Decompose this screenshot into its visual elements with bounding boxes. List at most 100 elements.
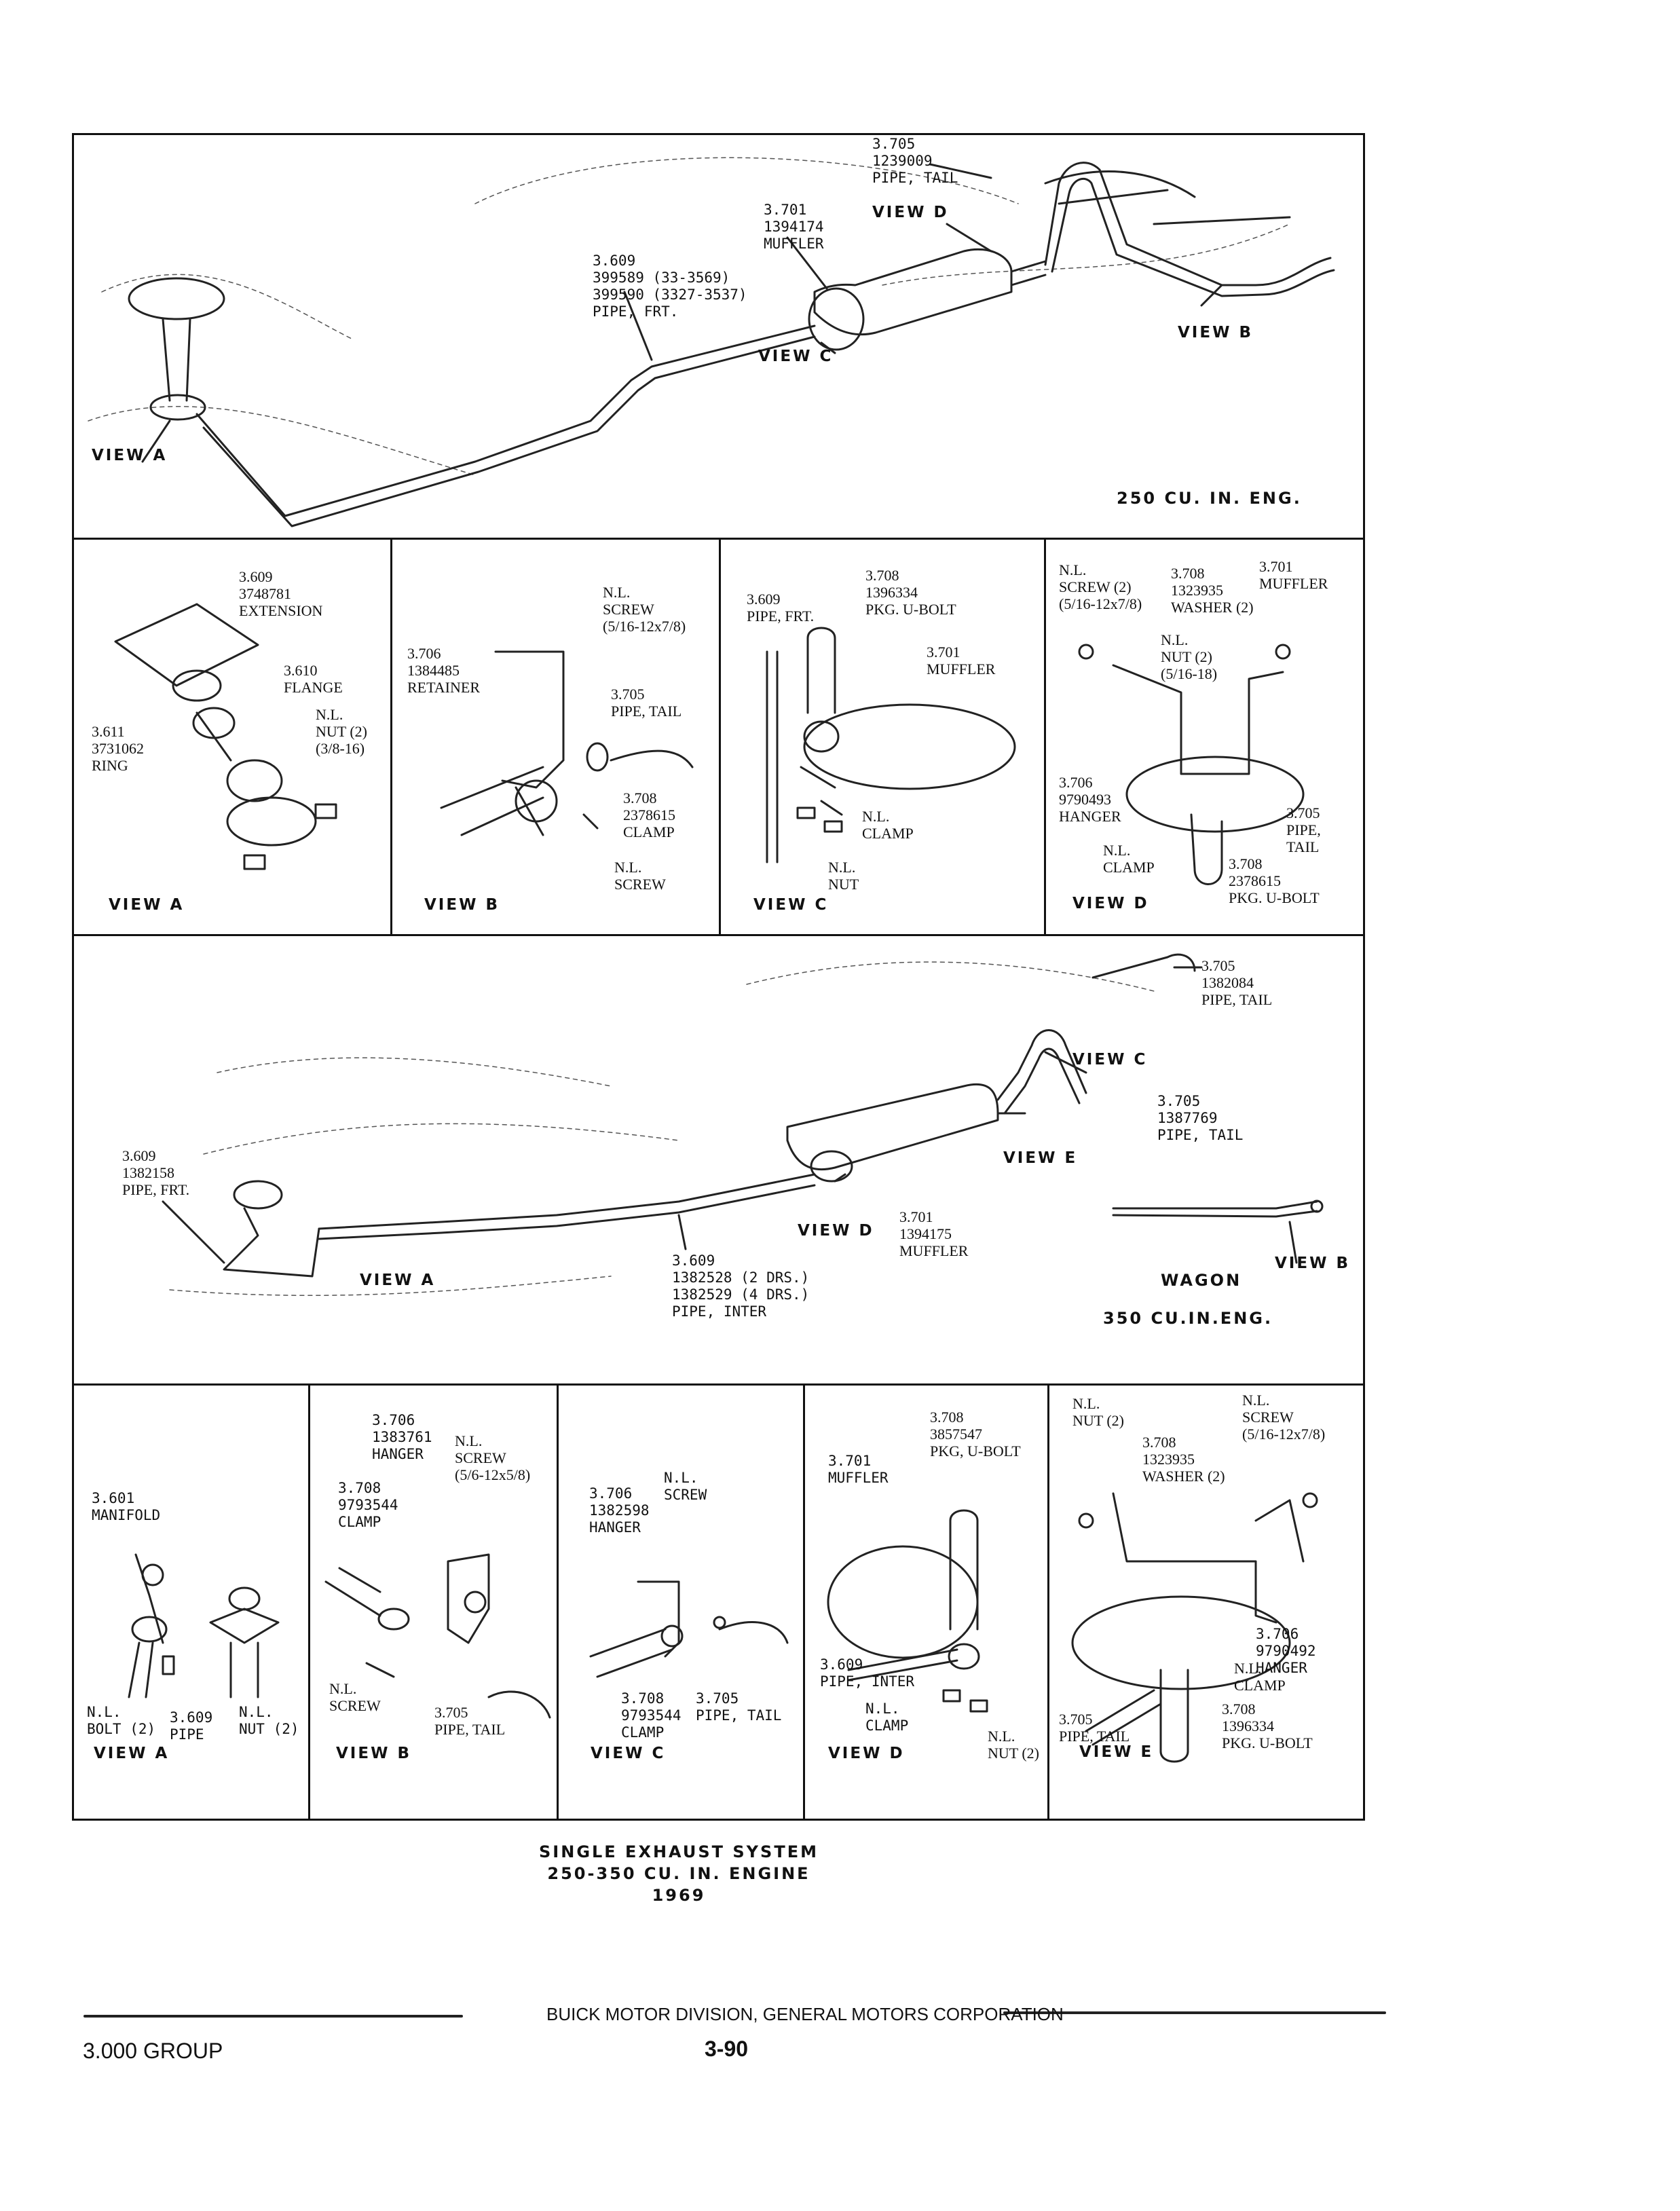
mid-tail-pipe-callout: 3.705 1382084 PIPE, TAIL bbox=[1201, 957, 1273, 1008]
bot-e-screw: N.L. SCREW (5/16-12x7/8) bbox=[1242, 1392, 1326, 1443]
top-d-washer: 3.708 1323935 WASHER (2) bbox=[1171, 565, 1254, 616]
bot-c-clamp: 3.708 9793544 CLAMP bbox=[621, 1690, 682, 1741]
divider-top-row bbox=[72, 538, 1365, 540]
mid-view-d-label: VIEW D bbox=[798, 1222, 874, 1240]
footer-group: 3.000 GROUP bbox=[83, 2039, 223, 2063]
bot-d-clamp: N.L. CLAMP bbox=[865, 1701, 909, 1734]
figure-caption: SINGLE EXHAUST SYSTEM 250-350 CU. IN. EN… bbox=[539, 1842, 819, 1905]
top-b-screw-top: N.L. SCREW (5/16-12x7/8) bbox=[603, 584, 686, 635]
bottom-view-b-drawing bbox=[324, 1553, 551, 1719]
top-front-pipe-callout: 3.609 399589 (33-3569) 399590 (3327-3537… bbox=[593, 253, 747, 320]
bot-d-ubolt: 3.708 3857547 PKG, U-BOLT bbox=[930, 1409, 1021, 1460]
mid-inter-pipe-callout: 3.609 1382528 (2 DRS.) 1382529 (4 DRS.) … bbox=[672, 1252, 810, 1320]
top-b-screw-bottom: N.L. SCREW bbox=[614, 859, 666, 893]
top-engine-label: 250 CU. IN. ENG. bbox=[1117, 489, 1302, 508]
top-view-c-drawing bbox=[766, 627, 1016, 863]
bot-a-manifold: 3.601 MANIFOLD bbox=[92, 1490, 161, 1523]
mid-wagon-label: WAGON bbox=[1161, 1271, 1242, 1290]
top-a-extension: 3.609 3748781 EXTENSION bbox=[239, 568, 323, 619]
top-b-clamp: 3.708 2378615 CLAMP bbox=[623, 789, 675, 840]
divider-middle-top bbox=[72, 934, 1365, 936]
top-c-nut: N.L. NUT bbox=[828, 859, 859, 893]
top-d-clamp: N.L. CLAMP bbox=[1103, 842, 1155, 876]
bot-c-screw: N.L. SCREW bbox=[664, 1470, 707, 1503]
divider-bot-a-b bbox=[308, 1383, 310, 1821]
bot-a-bolt: N.L. BOLT (2) bbox=[87, 1704, 156, 1737]
top-a-flange: 3.610 FLANGE bbox=[284, 662, 343, 696]
top-d-muffler: 3.701 MUFFLER bbox=[1259, 558, 1328, 592]
divider-bot-c-d bbox=[803, 1383, 805, 1821]
top-b-tail-pipe: 3.705 PIPE, TAIL bbox=[611, 686, 682, 720]
mid-view-b-label: VIEW B bbox=[1275, 1255, 1350, 1272]
top-c-ubolt: 3.708 1396334 PKG. U-BOLT bbox=[865, 567, 956, 618]
divider-top-c-d bbox=[1044, 538, 1046, 934]
top-d-nut: N.L. NUT (2) (5/16-18) bbox=[1161, 631, 1218, 682]
bot-e-washer: 3.708 1323935 WASHER (2) bbox=[1142, 1434, 1225, 1485]
bot-c-tail-pipe: 3.705 PIPE, TAIL bbox=[696, 1690, 782, 1724]
middle-exhaust-drawing bbox=[169, 953, 1324, 1297]
top-c-clamp: N.L. CLAMP bbox=[862, 808, 914, 842]
bot-view-e-label: VIEW E bbox=[1079, 1743, 1154, 1761]
top-view-a-label: VIEW A bbox=[92, 447, 168, 464]
top-b-retainer: 3.706 1384485 RETAINER bbox=[407, 645, 481, 696]
top-d-tail-pipe: 3.705 PIPE, TAIL bbox=[1286, 804, 1321, 855]
top-view-b-label: VIEW B bbox=[1178, 324, 1253, 341]
mid-view-c-label: VIEW C bbox=[1072, 1051, 1148, 1069]
mid-tail-pipe-wagon-callout: 3.705 1387769 PIPE, TAIL bbox=[1157, 1093, 1244, 1143]
mid-view-e-label: VIEW E bbox=[1003, 1149, 1078, 1167]
bot-b-screw-top: N.L. SCREW (5/6-12x5/8) bbox=[455, 1432, 531, 1483]
bot-d-nut: N.L. NUT (2) bbox=[988, 1728, 1039, 1762]
bot-view-a-label: VIEW A bbox=[94, 1745, 170, 1762]
top-view-b-detail-label: VIEW B bbox=[424, 896, 500, 914]
mid-muffler-callout: 3.701 1394175 MUFFLER bbox=[899, 1208, 969, 1259]
bot-d-inter-pipe: 3.609 PIPE, INTER bbox=[820, 1656, 915, 1690]
mid-front-pipe-callout: 3.609 1382158 PIPE, FRT. bbox=[122, 1147, 190, 1198]
top-view-d-detail-label: VIEW D bbox=[1072, 895, 1149, 912]
top-view-b-drawing bbox=[440, 650, 694, 836]
divider-middle-bottom bbox=[72, 1383, 1365, 1386]
top-view-a-detail-label: VIEW A bbox=[109, 896, 185, 914]
top-d-ubolt: 3.708 2378615 PKG. U-BOLT bbox=[1229, 855, 1320, 906]
bot-b-screw-bottom: N.L. SCREW bbox=[329, 1680, 381, 1714]
top-a-ring: 3.611 3731062 RING bbox=[92, 723, 144, 774]
bot-a-nut: N.L. NUT (2) bbox=[239, 1704, 299, 1737]
footer-page-number: 3-90 bbox=[705, 2037, 749, 2061]
top-view-c-detail-label: VIEW C bbox=[753, 896, 829, 914]
diagram-frame bbox=[72, 133, 1365, 1821]
top-view-a-drawing bbox=[114, 603, 337, 870]
bot-b-hanger: 3.706 1383761 HANGER bbox=[372, 1412, 432, 1462]
top-view-d-label: VIEW D bbox=[872, 204, 949, 221]
mid-view-a-label: VIEW A bbox=[360, 1271, 436, 1289]
bot-c-hanger: 3.706 1382598 HANGER bbox=[589, 1485, 650, 1536]
bot-e-clamp: N.L. CLAMP bbox=[1234, 1660, 1286, 1694]
top-view-d-drawing bbox=[1078, 644, 1305, 885]
top-view-c-label: VIEW C bbox=[758, 348, 834, 365]
footer-company: BUICK MOTOR DIVISION, GENERAL MOTORS COR… bbox=[546, 2004, 1064, 2024]
bot-b-tail-pipe: 3.705 PIPE, TAIL bbox=[434, 1704, 506, 1738]
bottom-view-e-drawing bbox=[1071, 1492, 1318, 1763]
bot-view-c-label: VIEW C bbox=[591, 1745, 666, 1762]
bot-d-muffler: 3.701 MUFFLER bbox=[828, 1453, 889, 1486]
divider-bot-d-e bbox=[1047, 1383, 1049, 1821]
bot-e-nut: N.L. NUT (2) bbox=[1072, 1395, 1124, 1429]
top-d-hanger: 3.706 9790493 HANGER bbox=[1059, 774, 1121, 825]
top-a-nut: N.L. NUT (2) (3/8-16) bbox=[316, 706, 367, 757]
bottom-view-d-drawing bbox=[827, 1509, 988, 1713]
top-d-screw: N.L. SCREW (2) (5/16-12x7/8) bbox=[1059, 561, 1142, 612]
divider-top-a-b bbox=[390, 538, 392, 934]
divider-bot-b-c bbox=[557, 1383, 559, 1821]
bot-e-ubolt: 3.708 1396334 PKG. U-BOLT bbox=[1222, 1701, 1313, 1751]
bot-a-pipe: 3.609 PIPE bbox=[170, 1709, 213, 1743]
top-c-front-pipe: 3.609 PIPE, FRT. bbox=[747, 591, 815, 625]
divider-top-b-c bbox=[719, 538, 721, 934]
mid-engine-label: 350 CU.IN.ENG. bbox=[1103, 1309, 1273, 1328]
bot-e-hanger: 3.706 9790492 HANGER bbox=[1256, 1626, 1316, 1676]
bot-b-clamp: 3.708 9793544 CLAMP bbox=[338, 1480, 398, 1530]
bot-e-tail-pipe: 3.705 PIPE, TAIL bbox=[1059, 1711, 1130, 1745]
bot-view-d-label: VIEW D bbox=[828, 1745, 905, 1762]
bot-view-b-label: VIEW B bbox=[336, 1745, 411, 1762]
top-tail-pipe-callout: 3.705 1239009 PIPE, TAIL bbox=[872, 136, 958, 186]
bottom-view-a-drawing bbox=[128, 1553, 280, 1698]
top-muffler-callout: 3.701 1394174 MUFFLER bbox=[764, 202, 824, 252]
